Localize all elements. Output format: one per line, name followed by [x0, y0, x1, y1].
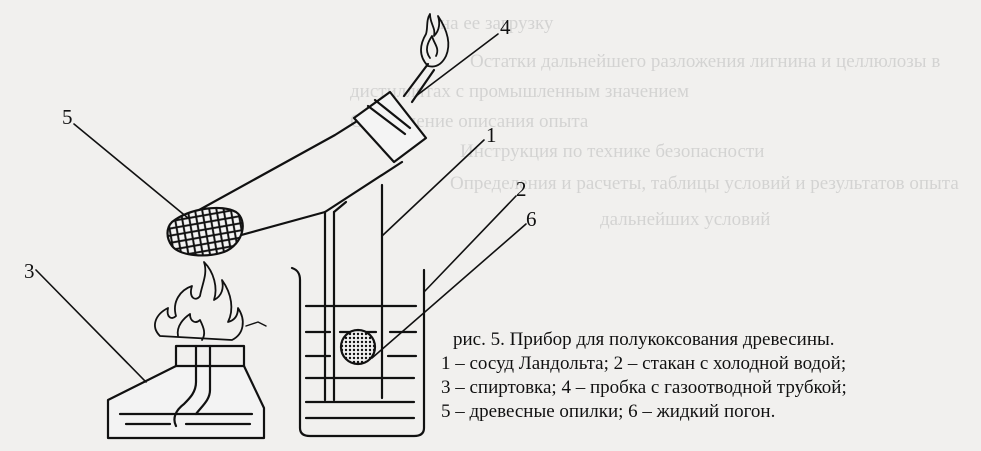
leader-line-2 [423, 195, 517, 293]
background-text-line: Остатки дальнейшего разложения лигнина и… [470, 51, 941, 72]
caption-line: 5 – древесные опилки; 6 – жидкий погон. [441, 401, 776, 422]
leader-line-6 [371, 223, 527, 359]
label-5: 5 [62, 105, 73, 129]
label-3: 3 [24, 259, 35, 283]
background-text-line: Определения и расчеты, таблицы условий и… [450, 173, 959, 194]
leader-line-1 [381, 139, 485, 237]
leader-line-5 [73, 123, 189, 219]
liquid-distillate [339, 328, 377, 366]
background-text-line: дальнейших условий [600, 209, 771, 230]
wood-sawdust [166, 206, 244, 257]
label-6: 6 [526, 207, 537, 231]
caption-line: 3 – спиртовка; 4 – пробка с газоотводной… [441, 377, 847, 398]
background-text-line: дистиллятах с промышленным значением [350, 81, 689, 102]
caption-title: рис. 5. Прибор для полукоксования древес… [453, 329, 835, 350]
label-1: 1 [486, 123, 497, 147]
stray-mark [245, 321, 267, 327]
label-4: 4 [500, 15, 511, 39]
gas-tube-flame [420, 13, 450, 68]
leader-line-4 [415, 33, 499, 97]
beaker-cold-water [290, 266, 426, 438]
caption-line: 1 – сосуд Ландольта; 2 – стакан с холодн… [441, 353, 847, 374]
stopper-with-gas-tube [352, 62, 436, 164]
background-text-line: на ее загрузку [440, 13, 554, 34]
alcohol-burner [106, 344, 266, 440]
label-2: 2 [516, 177, 527, 201]
background-text-line: Инструкция по технике безопасности [460, 141, 765, 162]
leader-line-3 [35, 269, 147, 383]
burner-flame [154, 261, 244, 341]
figure-caption: рис. 5. Прибор для полукоксования древес… [441, 328, 971, 424]
